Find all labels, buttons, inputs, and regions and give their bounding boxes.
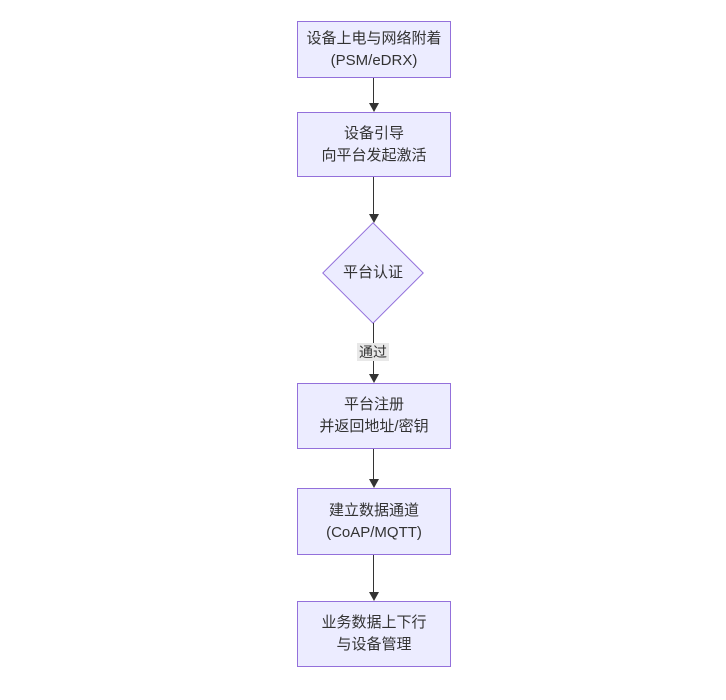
node-device-bootstrap: 设备引导 向平台发起激活 [297,112,451,177]
edge-n2-n3 [373,177,374,214]
decision-label: 平台认证 [342,264,403,281]
node-business-data-management: 业务数据上下行 与设备管理 [297,601,451,667]
node-platform-register: 平台注册 并返回地址/密钥 [297,383,451,449]
edge-n1-n2 [373,78,374,103]
node-label-line: 向平台发起激活 [321,146,427,164]
node-label-line: 平台注册 [343,396,404,413]
edge-label-pass: 通过 [357,343,389,361]
node-label-line: 设备引导 [343,124,404,142]
arrowhead-down-icon [368,479,379,488]
node-label-line: 与设备管理 [336,636,412,653]
node-label-line: 建立数据通道 [328,501,419,519]
arrowhead-down-icon [368,374,379,383]
arrowhead-down-icon [368,592,379,601]
node-label-line: (CoAP/MQTT) [326,523,422,541]
node-label-line: (PSM/eDRX) [330,51,418,69]
node-power-network-attach: 设备上电与网络附着 (PSM/eDRX) [297,21,451,78]
node-label-line: 业务数据上下行 [321,614,427,631]
arrowhead-down-icon [368,214,379,223]
edge-n5-n6 [373,555,374,592]
edge-n4-n5 [373,449,374,479]
arrowhead-down-icon [368,103,379,112]
node-data-channel: 建立数据通道 (CoAP/MQTT) [297,488,451,555]
node-label-line: 设备上电与网络附着 [306,29,442,47]
node-label-line: 并返回地址/密钥 [319,418,429,435]
